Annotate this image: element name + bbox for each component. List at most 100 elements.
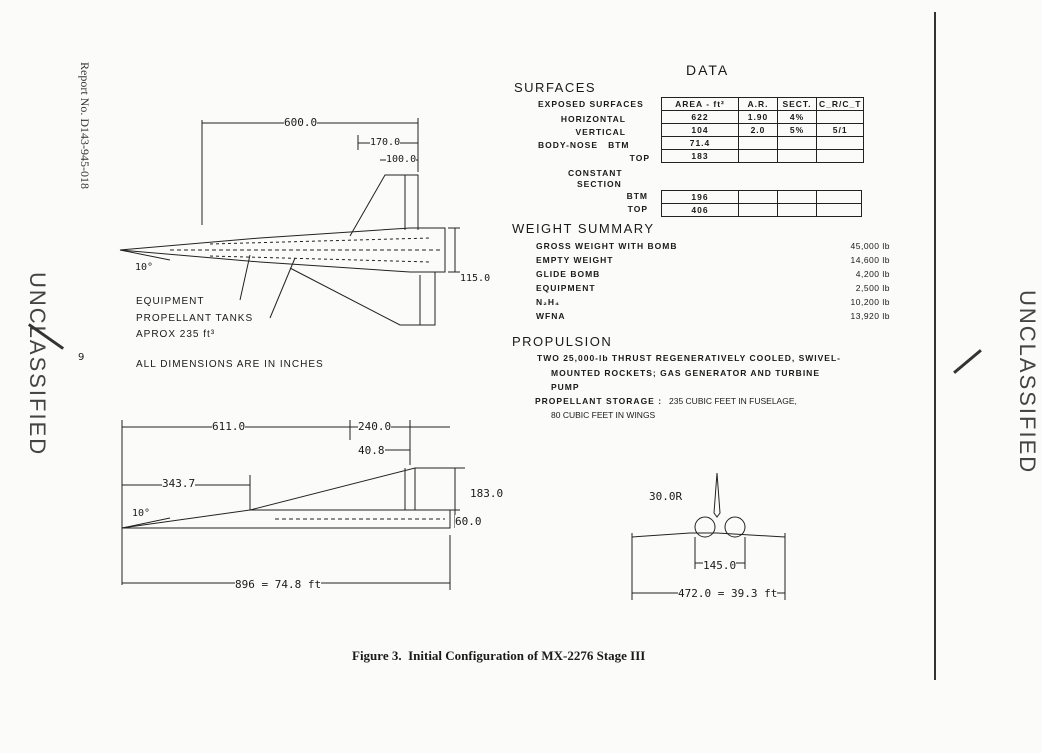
dim-611: 611.0 [212, 420, 246, 433]
table-cell [738, 203, 778, 217]
table-row: 104 2.0 5% 5/1 [661, 123, 865, 137]
table-cell [777, 190, 817, 204]
overall-length: 896 = 74.8 ft [235, 578, 322, 591]
propulsion-line2: MOUNTED ROCKETS; GAS GENERATOR AND TURBI… [551, 368, 820, 378]
table-cell [777, 149, 817, 163]
side-angle: 10° [132, 508, 151, 519]
weight-heading: WEIGHT SUMMARY [512, 221, 655, 236]
data-title: DATA [686, 62, 730, 78]
weight-row: EQUIPMENT 2,500 lb [536, 283, 890, 293]
weight-row: GROSS WEIGHT WITH BOMB 45,000 lb [536, 241, 890, 251]
unclassified-stamp-right: UNCLASSIFIED [1015, 290, 1040, 475]
table-cell [815, 136, 865, 150]
tanks-label: PROPELLANT TANKS [136, 313, 254, 324]
table-cell [816, 190, 862, 204]
front-radius: 30.0R [649, 490, 683, 503]
side-view-drawing [121, 420, 465, 590]
figure-caption: Figure 3. Initial Configuration of MX-22… [352, 648, 646, 663]
weight-value: 4,200 lb [855, 269, 890, 279]
table-header-row: AREA - ft² A.R. SECT. C_R/C_T [661, 97, 865, 111]
table-cell: 406 [661, 203, 739, 217]
weight-row: GLIDE BOMB 4,200 lb [536, 269, 890, 279]
table-row: 71.4 [661, 136, 865, 150]
table-cell: 196 [661, 190, 739, 204]
row-label-top: TOP [629, 153, 650, 163]
page-edge-line [934, 12, 936, 680]
dim-60: 60.0 [455, 515, 482, 528]
table-cell [777, 136, 817, 150]
table-cell [816, 203, 862, 217]
report-number: Report No. D143-945-018 [78, 62, 92, 189]
page-number: 9 [78, 352, 85, 363]
surfaces-table: AREA - ft² A.R. SECT. C_R/C_T 622 1.90 4… [661, 97, 865, 163]
dim-40: 40.8 [358, 444, 385, 457]
weight-row: WFNA 13,920 lb [536, 311, 890, 321]
dim-343: 343.7 [162, 477, 196, 490]
table-cell: 1.90 [738, 110, 778, 124]
row-label-top2: TOP [627, 204, 648, 214]
surfaces-heading: SURFACES [514, 80, 597, 95]
tanks-volume: APROX 235 ft³ [136, 329, 216, 340]
front-view-drawing [631, 472, 786, 600]
table-row: 196 [661, 190, 862, 204]
table-cell [738, 136, 778, 150]
table-cell: 5/1 [815, 123, 865, 137]
dim-170: 170.0 [370, 137, 401, 148]
header-area: AREA - ft² [661, 97, 739, 111]
table-cell: 71.4 [661, 136, 739, 150]
dim-145: 145.0 [703, 559, 737, 572]
header-ar: A.R. [738, 97, 778, 111]
weight-label: EQUIPMENT [536, 283, 596, 293]
front-span: 472.0 = 39.3 ft [678, 587, 778, 600]
unclassified-stamp-left: UNCLASSIFIED [25, 272, 50, 457]
weight-value: 2,500 lb [855, 283, 890, 293]
constant-section-table: 196 406 [661, 190, 862, 217]
dim-240: 240.0 [358, 420, 392, 433]
table-row: 183 [661, 149, 865, 163]
header-sect: SECT. [777, 97, 817, 111]
propellant-storage-2: 80 CUBIC FEET IN WINGS [551, 410, 656, 420]
weight-label: N₂H₄ [536, 297, 561, 307]
row-label-horizontal: HORIZONTAL [560, 114, 626, 124]
propulsion-heading: PROPULSION [512, 334, 613, 349]
exposed-surfaces-label: EXPOSED SURFACES [538, 99, 644, 109]
table-cell: 4% [777, 110, 817, 124]
table-cell [815, 149, 865, 163]
weight-label: EMPTY WEIGHT [536, 255, 614, 265]
row-label-vertical: VERTICAL [575, 127, 626, 137]
table-row: 622 1.90 4% [661, 110, 865, 124]
table-cell [738, 190, 778, 204]
weight-value: 13,920 lb [850, 311, 890, 321]
header-cr-ct: C_R/C_T [815, 97, 865, 111]
weight-label: WFNA [536, 311, 566, 321]
weight-label: GLIDE BOMB [536, 269, 601, 279]
table-cell [738, 149, 778, 163]
weight-label: GROSS WEIGHT WITH BOMB [536, 241, 678, 251]
propulsion-line3: PUMP [551, 382, 580, 392]
dimensions-note: ALL DIMENSIONS ARE IN INCHES [136, 359, 324, 370]
table-cell: 5% [777, 123, 817, 137]
table-cell: 622 [661, 110, 739, 124]
dim-100: 100.0 [386, 154, 417, 165]
equipment-label: EQUIPMENT [136, 296, 205, 307]
weight-row: EMPTY WEIGHT 14,600 lb [536, 255, 890, 265]
table-row: 406 [661, 203, 862, 217]
stamp-strike-right [953, 349, 982, 374]
table-cell [777, 203, 817, 217]
section-label: SECTION [577, 179, 622, 189]
dim-183: 183.0 [470, 487, 504, 500]
table-cell: 2.0 [738, 123, 778, 137]
table-cell: 183 [661, 149, 739, 163]
plan-angle: 10° [135, 262, 154, 273]
table-cell: 104 [661, 123, 739, 137]
row-label-btm: BTM [626, 191, 648, 201]
constant-label: CONSTANT [568, 168, 623, 178]
propellant-storage-label: PROPELLANT STORAGE : [535, 396, 663, 406]
dim-600: 600.0 [284, 116, 318, 129]
table-cell [815, 110, 865, 124]
weight-value: 14,600 lb [850, 255, 890, 265]
propellant-storage-1: 235 CUBIC FEET IN FUSELAGE, [669, 396, 797, 406]
dim-115: 115.0 [460, 273, 491, 284]
weight-value: 45,000 lb [850, 241, 890, 251]
